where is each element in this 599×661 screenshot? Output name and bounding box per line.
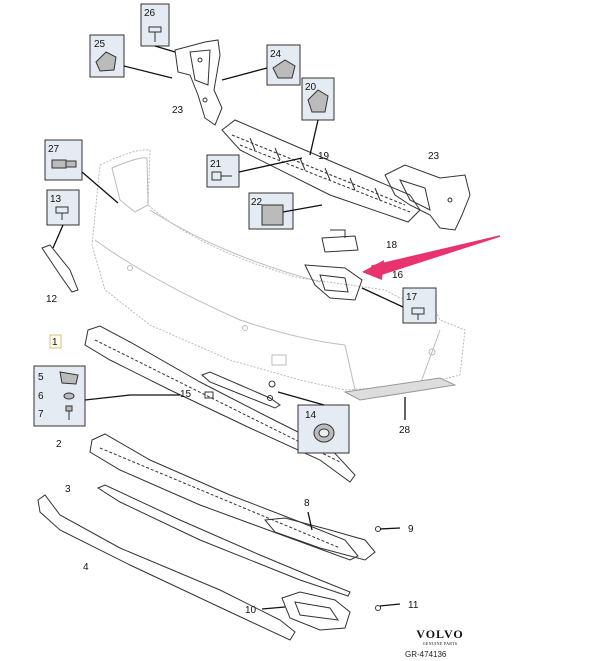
part-number-11: 11: [408, 600, 419, 611]
screw-icon: [211, 171, 232, 181]
fasteners: [267, 380, 381, 611]
part-number-10: 10: [245, 605, 257, 616]
part-number-26: 26: [144, 8, 156, 19]
sensor-icon: [313, 423, 335, 443]
screw-icon: [411, 307, 425, 320]
part-number-3: 3: [65, 484, 71, 495]
callout-box-26: [140, 3, 170, 47]
highlight-arrow: [362, 235, 501, 280]
screw-icon: [148, 26, 162, 42]
clip-icon: [307, 89, 329, 113]
lower-trim-4: [37, 494, 296, 641]
clip-icon: [95, 51, 117, 72]
callout-box-17: [402, 287, 437, 324]
part-number-20: 20: [305, 82, 317, 93]
part-number-16: 16: [392, 270, 404, 281]
part-number-23-left: 23: [172, 105, 184, 116]
reflector-8: [264, 517, 376, 561]
callout-box-22: [248, 192, 294, 230]
lower-panel-1: [84, 325, 356, 483]
part-number-17: 17: [406, 292, 418, 303]
part-number-7: 7: [38, 409, 44, 420]
part-number-6: 6: [38, 391, 44, 402]
part-number-18: 18: [386, 240, 398, 251]
screw-icon: [55, 206, 69, 220]
clip-icon: [272, 59, 296, 79]
part-number-12: 12: [46, 294, 58, 305]
callout-box-25: [89, 34, 125, 78]
part-number-8: 8: [304, 498, 310, 509]
part-number-5: 5: [38, 372, 44, 383]
part-number-1: 1: [52, 337, 58, 348]
clip-icon: [59, 371, 79, 420]
part-number-25: 25: [94, 39, 106, 50]
figure-code: GR-474136: [405, 650, 447, 659]
part-number-15: 15: [180, 389, 192, 400]
callout-box-5-7: [33, 365, 86, 427]
callout-box-24: [266, 44, 301, 86]
part-number-4: 4: [83, 562, 89, 573]
bracket-16: [304, 264, 363, 301]
part-number-9: 9: [408, 524, 414, 535]
part-number-14: 14: [305, 410, 317, 421]
nut-icon: [51, 159, 77, 169]
bumper-cover: [91, 149, 466, 401]
part-number-28: 28: [399, 425, 411, 436]
volvo-logo: VOLVO GENUINE PARTS: [410, 627, 470, 647]
left-bracket: [174, 39, 223, 126]
part-number-13: 13: [50, 194, 62, 205]
lower-panel-2: [89, 433, 359, 561]
part-number-labels: 1 2 3 4 5 6 7 8 9 10 11 12 13 14 15 16 1…: [38, 8, 440, 616]
part-number-2: 2: [56, 439, 62, 450]
brand-subtitle: GENUINE PARTS: [422, 641, 458, 646]
part-number-21: 21: [210, 159, 222, 170]
callout-box-14: [297, 404, 350, 454]
bracket-icon: [261, 204, 284, 226]
part-number-19: 19: [318, 151, 330, 162]
trim-panel-15: [201, 371, 281, 409]
right-bracket: [384, 164, 471, 231]
callout-box-21: [206, 154, 240, 188]
part-number-23-right: 23: [428, 151, 440, 162]
part-number-22: 22: [251, 197, 263, 208]
part-1-highlight: [49, 334, 62, 349]
part-number-24: 24: [270, 49, 282, 60]
brand-logo-text: VOLVO: [416, 627, 464, 641]
callout-box-27: [44, 139, 83, 181]
callout-box-20: [301, 77, 335, 121]
cover-10: [281, 591, 351, 631]
side-trim-12: [41, 244, 79, 293]
part-number-27: 27: [48, 144, 60, 155]
lower-panel-3: [96, 484, 351, 597]
leader-lines: [52, 45, 406, 610]
bracket-18: [321, 229, 359, 253]
